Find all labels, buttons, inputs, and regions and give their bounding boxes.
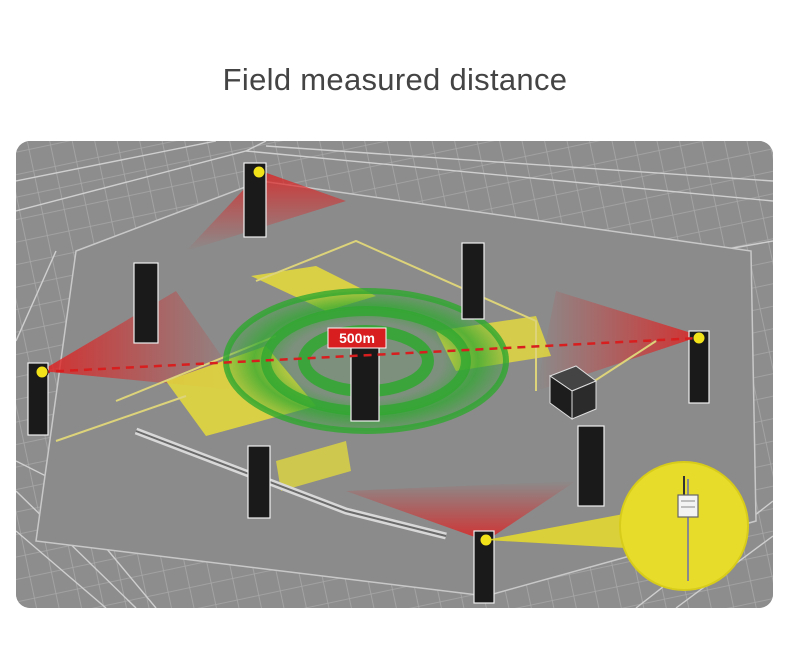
building-wireframe: [16, 141, 773, 608]
zoom-callout: [486, 461, 749, 591]
antenna-icon: [677, 476, 699, 581]
sensor-pillar-icon: [577, 425, 605, 507]
sensor-pillar-icon: [350, 345, 380, 422]
sensor-pillar-icon: [243, 162, 267, 238]
sensor-pillar-icon: [133, 262, 159, 344]
page-title: Field measured distance: [222, 62, 568, 97]
sensor-pillar-icon: [247, 445, 271, 519]
measure-line: [41, 336, 700, 374]
sensor-pillar-icon: [27, 362, 49, 436]
sensor-pillar-icon: [688, 330, 710, 404]
sensor-pillar-icon: [473, 530, 495, 604]
factory-scene: 500m: [16, 141, 773, 608]
sensor-pillars: [27, 162, 710, 604]
sensor-dots: [35, 165, 706, 547]
distance-label: 500m: [327, 327, 387, 349]
distance-label-text: 500m: [339, 330, 375, 346]
factory-diagram: 500m: [16, 141, 773, 608]
equipment-box: [548, 365, 597, 420]
coverage-zone-bottom: [346, 481, 576, 541]
sensor-pillar-icon: [461, 242, 485, 320]
